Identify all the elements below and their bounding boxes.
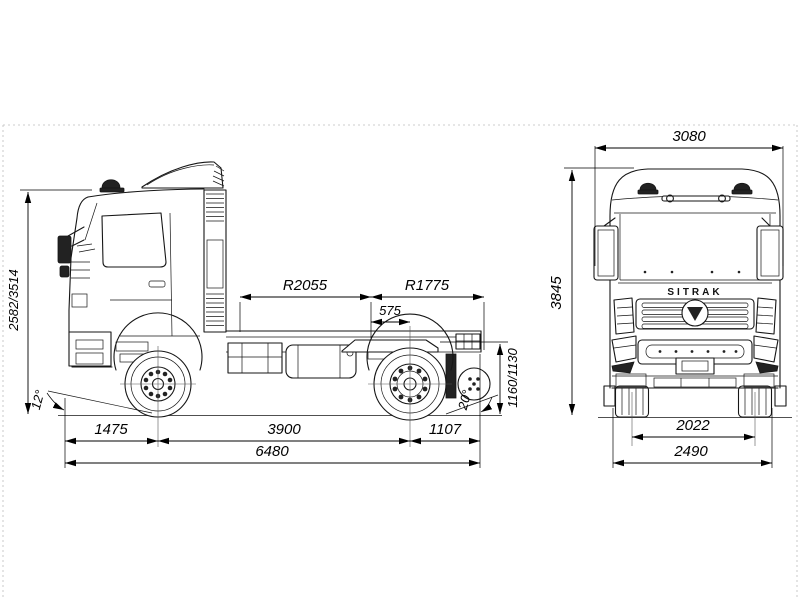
dim-overall-width: 2490 [673,443,708,460]
dim-front-overhang: 1475 [94,421,128,438]
side-view-drawing [47,161,502,447]
dim-fifth-wheel-height: 1160/1130 [505,347,520,407]
dim-fifth-wheel-lead: 575 [379,303,401,318]
front-view-drawing: SITRAK [593,168,792,446]
grille-logo-icon [687,307,703,321]
dim-cab-height: 2582/3514 [6,269,21,331]
dim-radius-front: R2055 [283,277,328,294]
dim-overall-height: 3845 [548,276,565,310]
sitrak-badge: SITRAK [667,287,722,298]
dim-width-over-mirrors: 3080 [672,128,706,145]
dim-wheelbase: 3900 [267,421,301,438]
dim-departure-angle: 20° [455,388,475,412]
side-view-dimensions: 2582/3514 12° 1475 3900 1107 6480 R2055 … [6,189,520,468]
dim-rear-overhang: 1107 [429,421,462,438]
dim-overall-length: 6480 [255,443,289,460]
front-view-dimensions: 3080 3845 2022 2490 [548,128,784,468]
drawing-frame [2,124,798,600]
dim-approach-angle: 12° [28,388,48,411]
dim-radius-rear: R1775 [405,277,450,294]
dim-front-track: 2022 [675,417,710,434]
